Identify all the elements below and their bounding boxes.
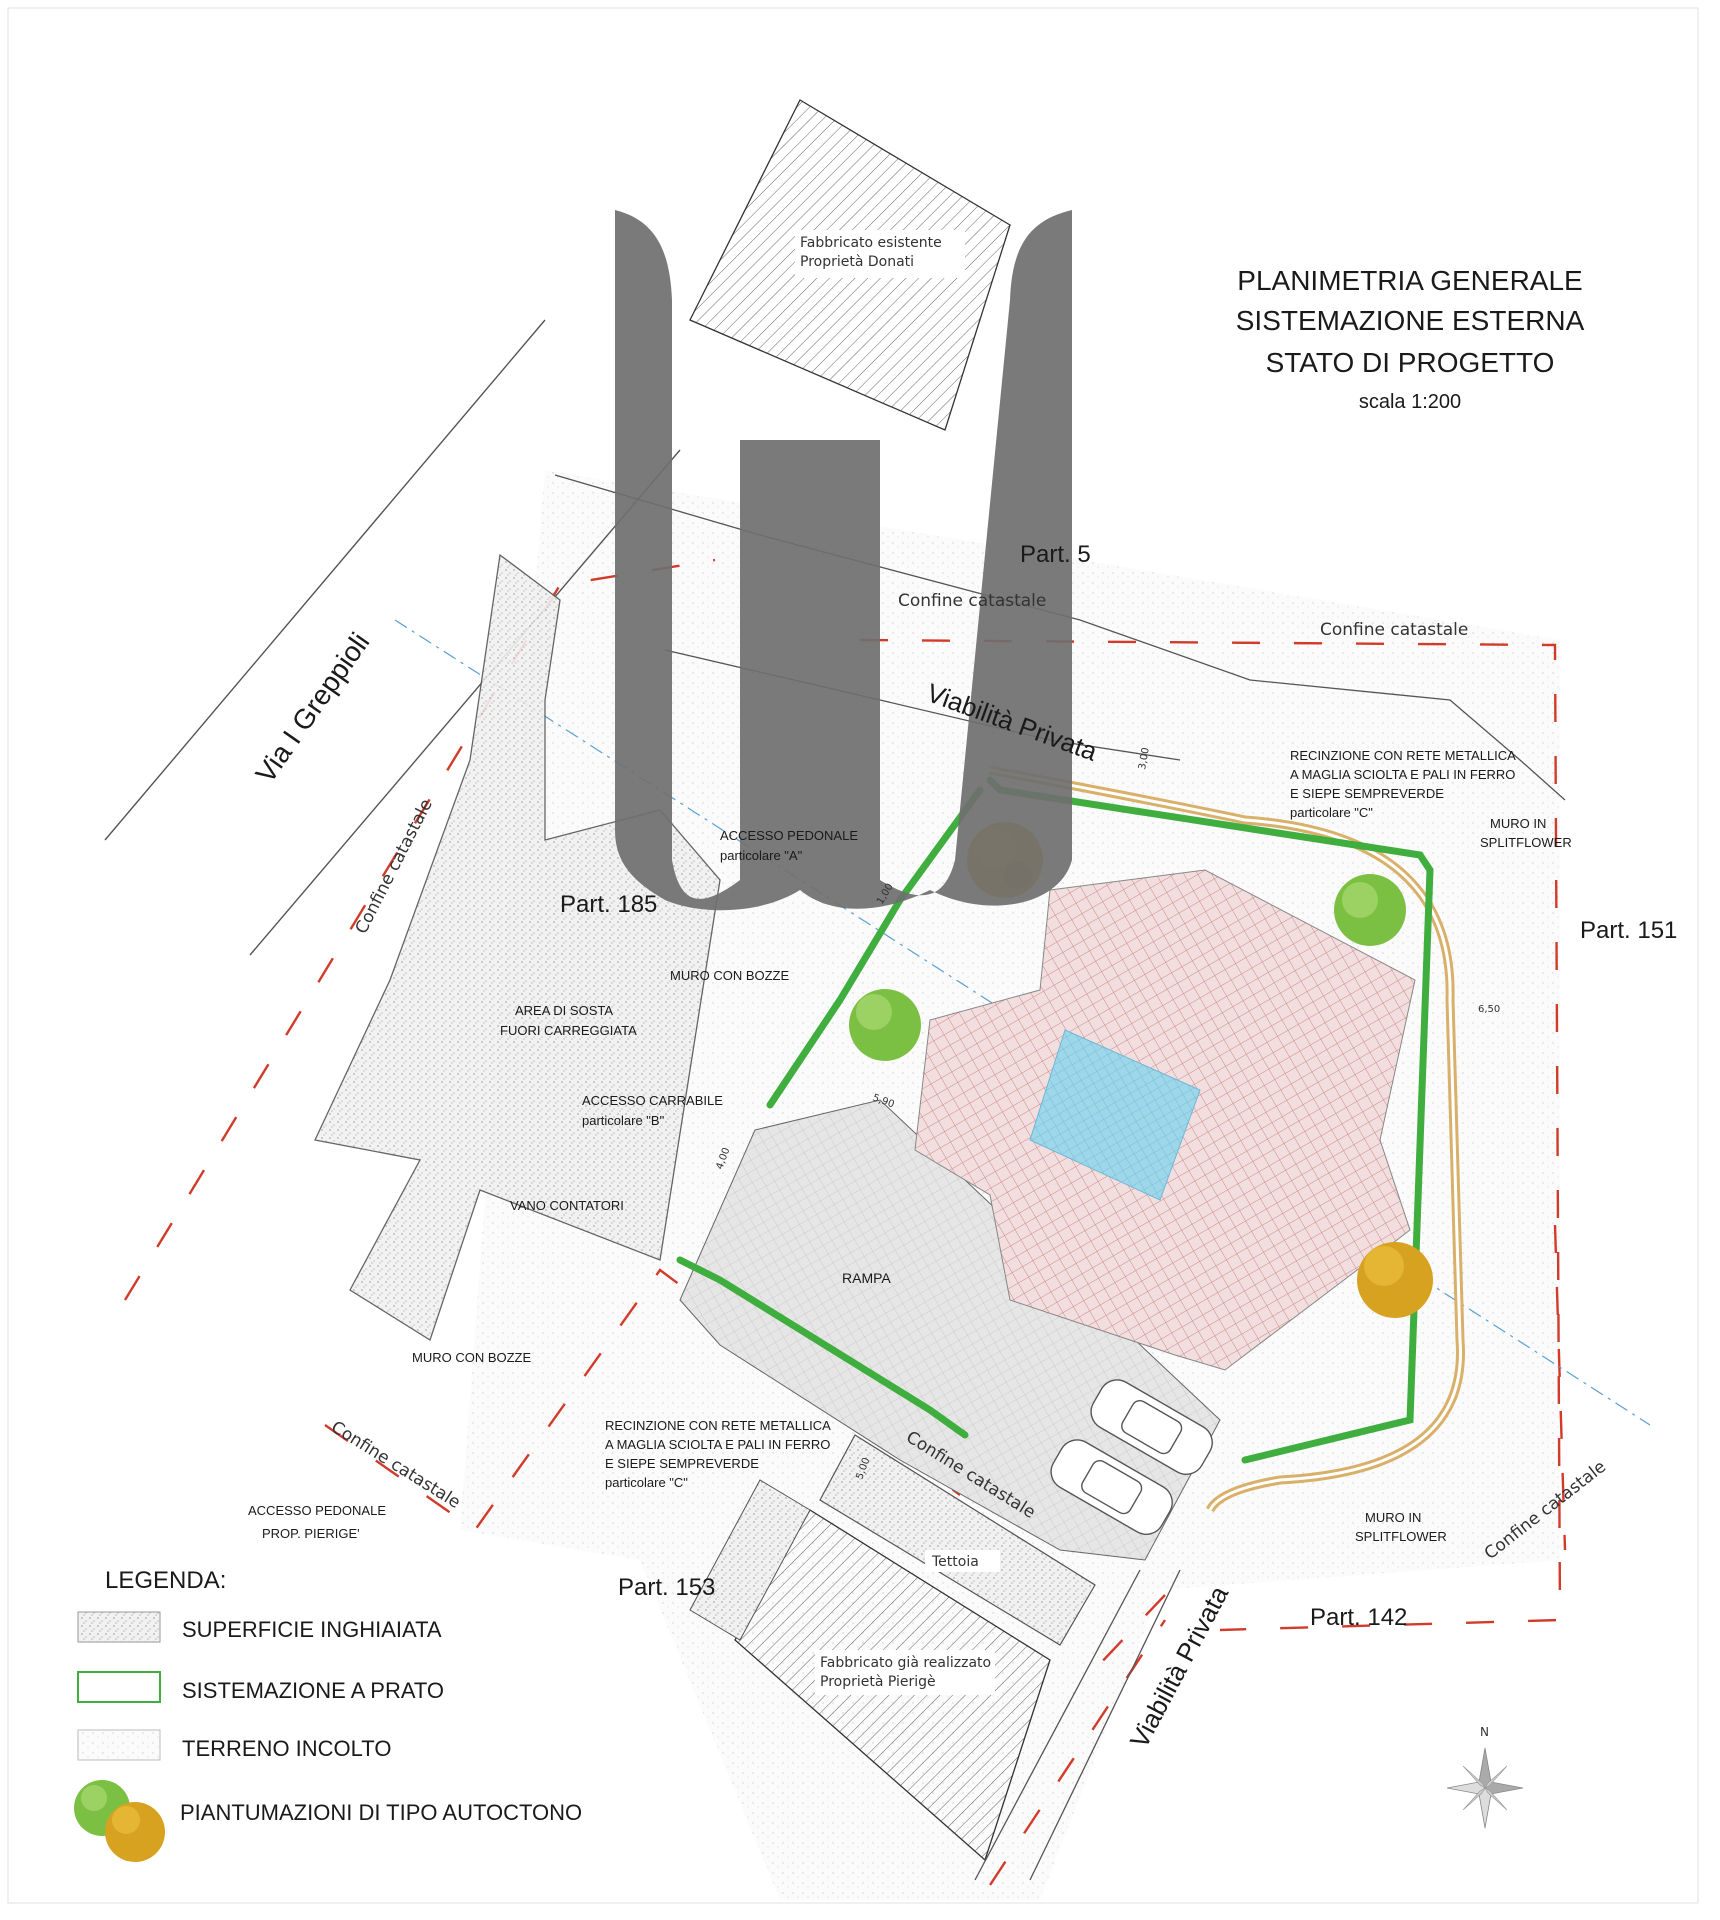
title-line-2: SISTEMAZIONE ESTERNA [1236, 305, 1585, 336]
splitflower-note-bottom: MURO IN SPLITFLOWER [1355, 1510, 1447, 1544]
north-arrow-icon: N [1446, 1725, 1524, 1829]
compass-north-label: N [1480, 1725, 1489, 1739]
legend-plants-icon [74, 1780, 165, 1862]
note-text: A MAGLIA SCIOLTA E PALI IN FERRO [605, 1437, 830, 1452]
fence-note-top: RECINZIONE CON RETE METALLICA A MAGLIA S… [1290, 748, 1516, 820]
via-greppioli-road [104, 319, 681, 956]
legend-title: LEGENDA: [105, 1567, 226, 1594]
building-donati: Fabbricato esistente Proprietà Donati [689, 99, 1011, 431]
note-text: E SIEPE SEMPREVERDE [1290, 786, 1444, 801]
ramp-label: RAMPA [842, 1270, 891, 1286]
watermark-logo [615, 210, 1072, 911]
title-line-1: PLANIMETRIA GENERALE [1237, 265, 1582, 296]
parcel-185-label: Part. 185 [560, 891, 657, 918]
note-text: FUORI CARREGGIATA [500, 1023, 637, 1038]
dimension-650: 6,50 [1478, 1004, 1500, 1015]
parcel-151-label: Part. 151 [1580, 917, 1677, 944]
via-greppioli-label: Via I Greppioli [250, 627, 376, 788]
page-frame [7, 7, 1699, 1904]
note-text: RECINZIONE CON RETE METALLICA [1290, 748, 1516, 763]
note-text: PROP. PIERIGE' [262, 1526, 360, 1541]
pierige-label-2: Proprietà Pierigè [820, 1674, 936, 1690]
car-1-icon [1090, 1379, 1213, 1475]
parcel-5-label: Part. 5 [1020, 541, 1091, 568]
splitflower-note-top: MURO IN SPLITFLOWER [1480, 816, 1572, 850]
car-access-note: ACCESSO CARRABILE particolare "B" [582, 1093, 723, 1128]
parcel-153-label: Part. 153 [618, 1574, 715, 1601]
legend-gravel-swatch [77, 1611, 161, 1643]
wall-bozze-note-1: MURO CON BOZZE [670, 968, 789, 983]
note-text: MURO IN [1490, 816, 1546, 831]
title-scale: scala 1:200 [1359, 391, 1461, 413]
confine-label-1: Confine catastale [898, 591, 1046, 611]
note-text: MURO IN [1365, 1510, 1421, 1525]
note-text: ACCESSO PEDONALE [720, 828, 858, 843]
tree-green-2-icon [849, 989, 921, 1061]
note-text: SPLITFLOWER [1355, 1529, 1447, 1544]
pierige-label-1: Fabbricato già realizzato [820, 1655, 991, 1671]
private-road-bottom [974, 1569, 1181, 1881]
tettoia-label: Tettoia [931, 1554, 979, 1570]
parking-area [314, 553, 721, 1341]
legend-uncultivated-label: TERRENO INCOLTO [182, 1736, 391, 1761]
note-text: particolare "B" [582, 1113, 665, 1128]
tree-orange-2-icon [1357, 1242, 1433, 1318]
tree-green-1-icon [1334, 874, 1406, 946]
legend-plants-label: PIANTUMAZIONI DI TIPO AUTOCTONO [180, 1800, 582, 1825]
note-text: A MAGLIA SCIOLTA E PALI IN FERRO [1290, 767, 1515, 782]
title-line-3: STATO DI PROGETTO [1266, 347, 1555, 378]
note-text: ACCESSO CARRABILE [582, 1093, 723, 1108]
note-text: ACCESSO PEDONALE [248, 1503, 386, 1518]
drawing-title: PLANIMETRIA GENERALE SISTEMAZIONE ESTERN… [1236, 265, 1585, 413]
fence-note-bottom: RECINZIONE CON RETE METALLICA A MAGLIA S… [605, 1418, 831, 1490]
note-text: particolare "C" [1290, 805, 1373, 820]
pedestrian-access-note: ACCESSO PEDONALE particolare "A" [720, 828, 858, 863]
building-pierige: Tettoia Fabbricato già realizzato Propri… [689, 1434, 1096, 1862]
meters-note: VANO CONTATORI [510, 1198, 624, 1213]
note-text: SPLITFLOWER [1480, 835, 1572, 850]
swimming-pool [1029, 1029, 1201, 1201]
pierige-access-note: ACCESSO PEDONALE PROP. PIERIGE' [248, 1503, 386, 1541]
donati-label-1: Fabbricato esistente [800, 235, 942, 251]
dimension-300: 3,00 [1137, 747, 1152, 771]
note-text: particolare "A" [720, 848, 803, 863]
confine-label-4: Confine catastale [327, 1417, 463, 1513]
note-text: E SIEPE SEMPREVERDE [605, 1456, 759, 1471]
legend-lawn-swatch [77, 1671, 161, 1703]
legend: LEGENDA: SUPERFICIE INGHIAIATA SISTEMAZI… [74, 1567, 582, 1862]
parcel-142-label: Part. 142 [1310, 1604, 1407, 1631]
note-text: AREA DI SOSTA [515, 1003, 613, 1018]
note-text: RECINZIONE CON RETE METALLICA [605, 1418, 831, 1433]
wall-bozze-note-2: MURO CON BOZZE [412, 1350, 531, 1365]
legend-lawn-label: SISTEMAZIONE A PRATO [182, 1678, 444, 1703]
parking-note: AREA DI SOSTA FUORI CARREGGIATA [500, 1003, 637, 1038]
confine-label-2: Confine catastale [1320, 620, 1468, 640]
donati-label-2: Proprietà Donati [800, 254, 914, 270]
car-2-icon [1050, 1439, 1173, 1535]
legend-uncultivated-swatch [77, 1729, 161, 1761]
legend-gravel-label: SUPERFICIE INGHIAIATA [182, 1617, 442, 1642]
note-text: particolare "C" [605, 1475, 688, 1490]
